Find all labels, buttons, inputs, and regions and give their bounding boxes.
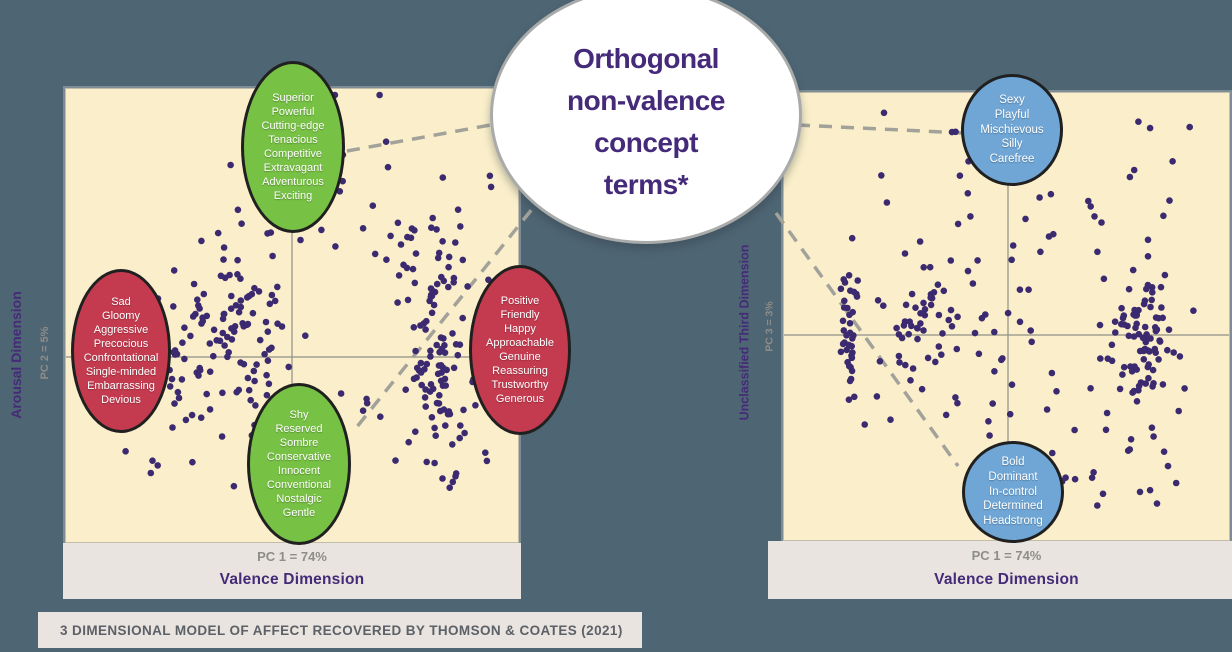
term-line: terms* bbox=[603, 169, 689, 200]
term-line: Adventurous bbox=[262, 176, 324, 189]
term-line: Dominant bbox=[988, 470, 1038, 483]
term-line: Positive bbox=[500, 294, 540, 307]
right-x-axis-pc-label: PC 1 = 74% bbox=[971, 548, 1042, 563]
orthogonal-terms-bubble: Orthogonal non-valence concept terms* bbox=[490, 0, 802, 244]
term-line: Conventional bbox=[266, 479, 332, 492]
term-line: Silly bbox=[1001, 138, 1023, 151]
term-line: Cutting-edge bbox=[261, 119, 325, 132]
left-x-axis-label: Valence Dimension bbox=[219, 571, 365, 588]
left-y-axis-pc-label: PC 2 = 5% bbox=[39, 326, 51, 380]
right-axis-band bbox=[768, 541, 1232, 599]
term-line: Gloomy bbox=[102, 309, 140, 322]
term-line: Aggressive bbox=[93, 323, 149, 336]
term-line: Orthogonal bbox=[573, 43, 719, 74]
term-line: Conservative bbox=[266, 450, 332, 463]
term-line: Devious bbox=[101, 394, 141, 407]
term-line: Superior bbox=[272, 91, 314, 104]
term-line: Genuine bbox=[499, 351, 541, 363]
term-line: Sombre bbox=[279, 436, 319, 449]
term-line: Innocent bbox=[277, 465, 321, 477]
term-line: Precocious bbox=[93, 337, 149, 350]
term-line: Embarrassing bbox=[87, 380, 155, 393]
term-line: Shy bbox=[289, 408, 309, 421]
term-line: Tenacious bbox=[268, 133, 318, 146]
term-line: concept bbox=[594, 127, 698, 158]
right-x-axis-label: Valence Dimension bbox=[934, 571, 1079, 588]
term-line: Confrontational bbox=[83, 352, 159, 364]
left-axis-band bbox=[63, 543, 521, 599]
term-line: Extravagant bbox=[263, 162, 323, 175]
term-line: Determined bbox=[983, 500, 1043, 513]
left-y-axis-label: Arousal Dimension bbox=[8, 291, 24, 419]
right-y-axis-pc-label: PC 3 = 3% bbox=[763, 301, 776, 352]
term-line: Reserved bbox=[275, 422, 323, 435]
term-line: Bold bbox=[1001, 456, 1025, 469]
term-line: Powerful bbox=[271, 105, 315, 118]
term-line: Playful bbox=[994, 108, 1030, 121]
left-x-axis-pc-label: PC 1 = 74% bbox=[257, 549, 327, 564]
term-line: Friendly bbox=[500, 308, 540, 321]
term-line: Trustworthy bbox=[491, 379, 549, 392]
term-line: Sad bbox=[111, 295, 131, 308]
term-line: Nostalgic bbox=[276, 493, 322, 506]
term-line: Gentle bbox=[282, 507, 316, 520]
term-line: Reassuring bbox=[492, 365, 548, 378]
term-line: Happy bbox=[504, 322, 536, 335]
caption-band: 3 DIMENSIONAL MODEL OF AFFECT RECOVERED … bbox=[38, 612, 642, 648]
figure-caption: 3 DIMENSIONAL MODEL OF AFFECT RECOVERED … bbox=[60, 622, 623, 638]
term-line: Generous bbox=[495, 393, 545, 406]
right-y-axis-label: Unclassified Third Dimension bbox=[737, 244, 752, 421]
term-line: Mischievous bbox=[980, 123, 1044, 136]
term-line: Carefree bbox=[989, 153, 1035, 166]
term-line: Headstrong bbox=[983, 515, 1043, 528]
term-line: Single-minded bbox=[85, 366, 157, 379]
term-line: Approachable bbox=[486, 336, 554, 349]
term-line: non-valence bbox=[567, 85, 725, 116]
term-line: Sexy bbox=[999, 94, 1025, 107]
term-line: Exciting bbox=[273, 190, 313, 203]
term-line: In-control bbox=[989, 485, 1037, 498]
term-line: Competitive bbox=[263, 148, 323, 160]
